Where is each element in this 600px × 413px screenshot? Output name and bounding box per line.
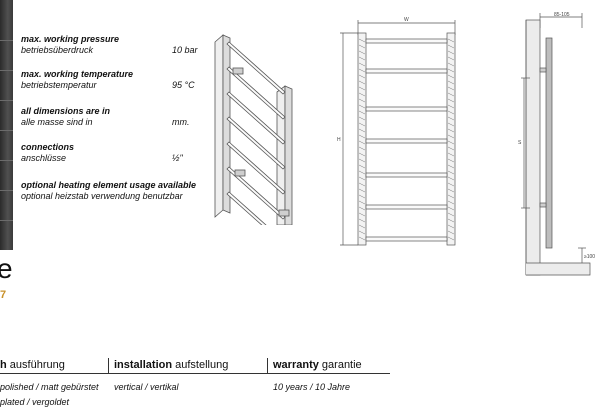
warranty-header: warranty garantie	[273, 358, 362, 372]
header-rule	[0, 373, 390, 374]
spec-pressure-en: max. working pressure	[21, 34, 120, 44]
spec-heating-en: optional heating element usage available	[21, 180, 197, 190]
spec-pressure-de: betriebsüberdruck	[21, 45, 94, 55]
iso-rail	[226, 141, 286, 195]
spec-heating-element: optional heating element usage available…	[21, 180, 196, 202]
warranty-header-de: garantie	[321, 359, 362, 371]
front-elevation-drawing: W H	[337, 17, 456, 246]
product-photo-strip	[0, 0, 13, 250]
front-rail	[365, 68, 448, 74]
wall-bracket	[539, 67, 547, 73]
installation-header-de: aufstellung	[175, 359, 229, 371]
installation-value: vertical / vertikal	[114, 382, 179, 392]
warranty-header-en: warranty	[273, 359, 319, 371]
iso-rail	[226, 41, 286, 95]
finish-header-de: ausführung	[9, 359, 65, 371]
cropped-title-letter: e	[0, 253, 13, 284]
side-elevation-drawing: 85-105 S ≥100	[518, 12, 595, 276]
height-label: H	[337, 137, 341, 143]
spec-connections-de: anschlüsse	[21, 153, 67, 163]
spec-temperature-en: max. working temperature	[21, 69, 134, 79]
iso-rail	[226, 91, 286, 145]
cropped-logo-mark: 7	[0, 289, 7, 301]
iso-rail	[226, 166, 286, 220]
front-rail	[365, 106, 448, 112]
spec-temperature: max. working temperature betriebstempera…	[21, 69, 133, 91]
front-rail	[365, 38, 448, 44]
installation-header-en: installation	[114, 359, 173, 371]
front-rail	[365, 172, 448, 178]
spec-connections-value: ½"	[172, 153, 183, 163]
column-divider-2	[267, 358, 268, 373]
spec-pressure: max. working pressure betriebsüberdruck	[21, 34, 119, 56]
iso-rail	[226, 191, 267, 225]
isometric-radiator-drawing	[214, 34, 293, 225]
side-top-dimension-label: 85-105	[554, 12, 570, 18]
installation-header: installation aufstellung	[114, 358, 228, 372]
front-rail	[365, 236, 448, 242]
finish-value-2: plated / vergoldet	[0, 397, 70, 407]
spec-dimensions-en: all dimensions are in	[21, 106, 111, 116]
wall-bracket	[539, 202, 547, 208]
spec-connections: connections anschlüsse	[21, 142, 74, 164]
warranty-value: 10 years / 10 Jahre	[273, 382, 351, 392]
finish-header-en: h	[0, 359, 7, 371]
width-label: W	[404, 17, 409, 23]
spec-dimensions-value: mm.	[172, 117, 190, 127]
column-divider-1	[108, 358, 109, 373]
spec-dimensions-de: alle masse sind in	[21, 117, 93, 127]
front-rail	[365, 138, 448, 144]
spec-temperature-de: betriebstemperatur	[21, 80, 97, 90]
finish-header: h ausführung	[0, 358, 65, 372]
iso-rail	[226, 116, 286, 170]
side-s-label: S	[518, 140, 522, 146]
spec-pressure-value: 10 bar	[172, 45, 198, 55]
spec-heating-de: optional heizstab verwendung benutzbar	[21, 191, 183, 201]
finish-value-1: polished / matt gebürstet	[0, 382, 99, 392]
front-rail	[365, 204, 448, 210]
spec-dimensions: all dimensions are in alle masse sind in	[21, 106, 110, 128]
spec-connections-en: connections	[21, 142, 75, 152]
iso-rail	[226, 66, 286, 120]
side-bottom-dimension-label: ≥100	[584, 254, 595, 260]
spec-temperature-value: 95 °C	[172, 80, 195, 90]
